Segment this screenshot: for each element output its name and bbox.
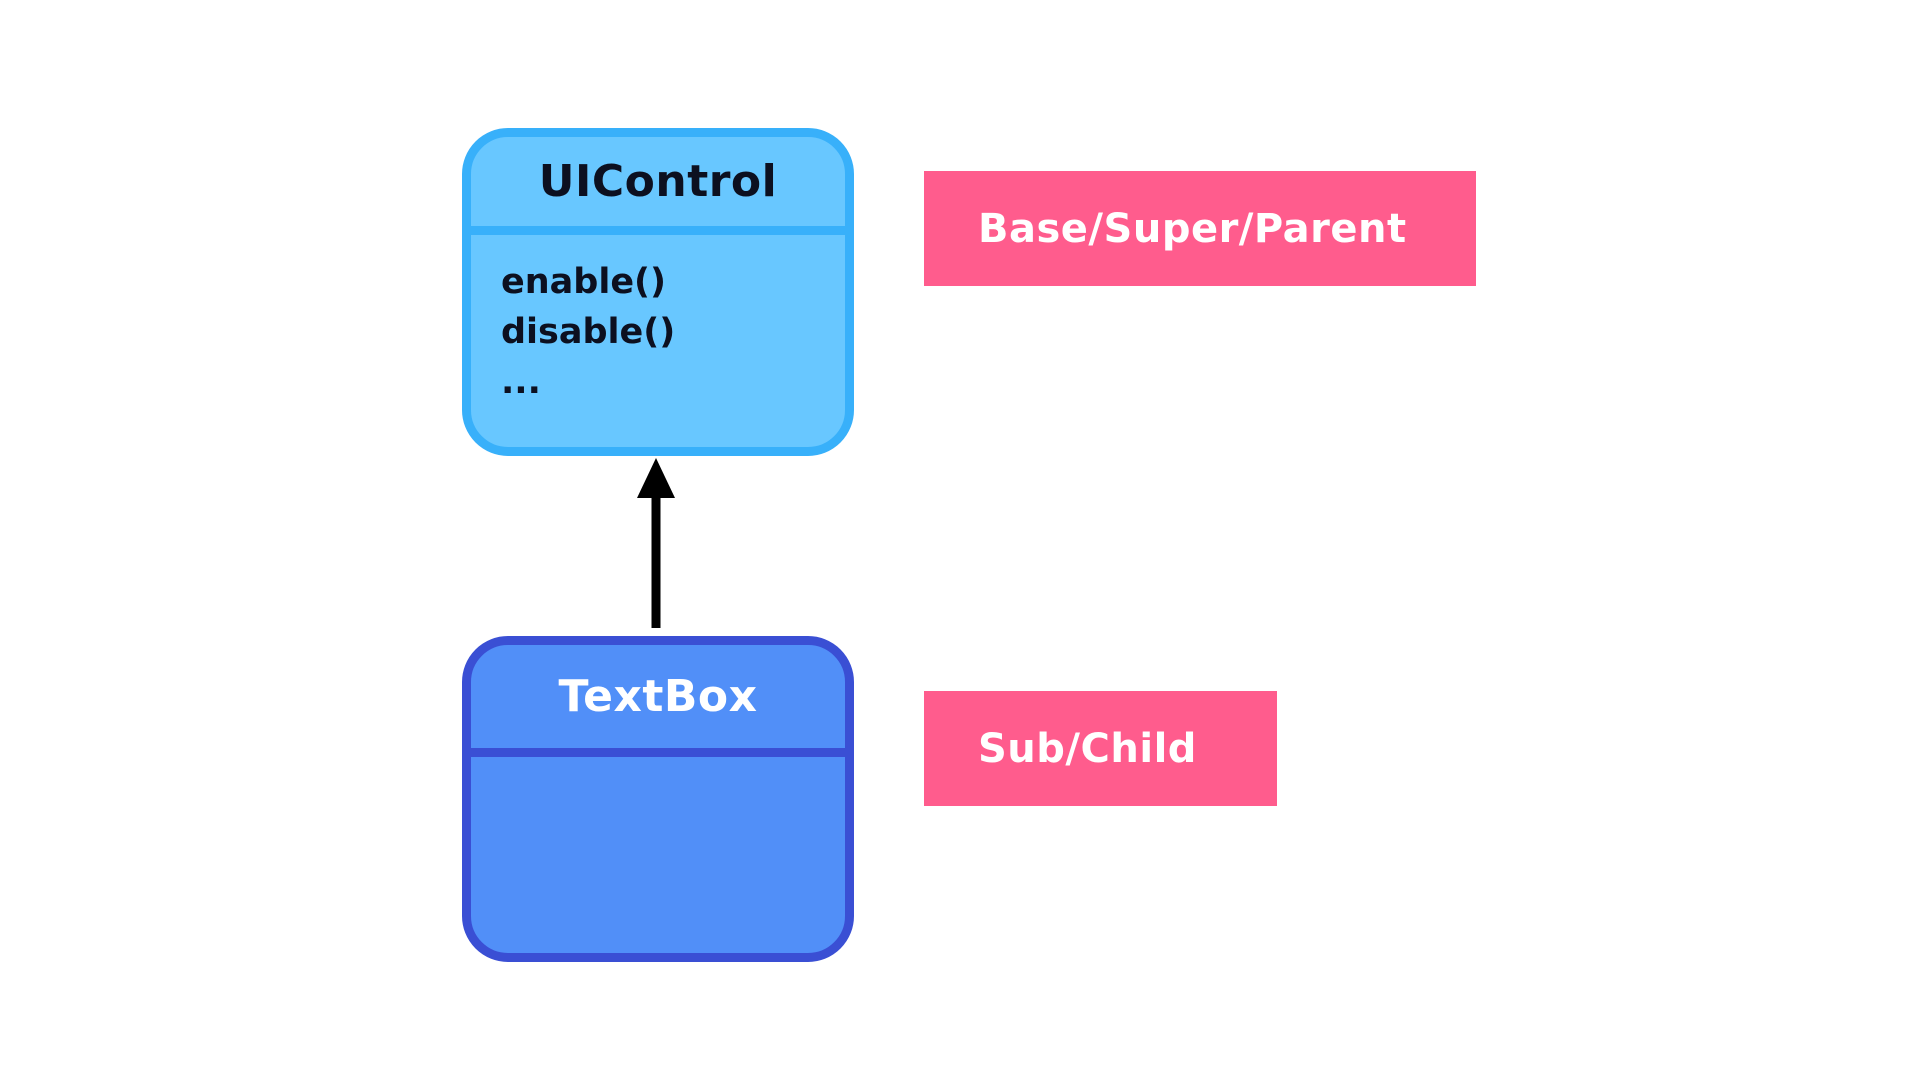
method-enable: enable() xyxy=(501,262,667,302)
textbox-class-box: TextBox xyxy=(462,636,854,962)
textbox-class-name: TextBox xyxy=(471,645,845,757)
uicontrol-class-name: UIControl xyxy=(471,137,845,235)
base-class-label-text: Base/Super/Parent xyxy=(978,205,1407,252)
inheritance-arrow xyxy=(637,458,675,628)
method-disable: disable() xyxy=(501,312,676,352)
method-ellipsis: ... xyxy=(501,362,541,402)
sub-class-label-text: Sub/Child xyxy=(978,725,1197,772)
inheritance-arrow-head xyxy=(637,458,675,498)
sub-class-label: Sub/Child xyxy=(924,691,1277,806)
uicontrol-method-list: enable() disable() ... xyxy=(471,235,845,407)
uicontrol-class-box: UIControl enable() disable() ... xyxy=(462,128,854,456)
base-class-label: Base/Super/Parent xyxy=(924,171,1476,286)
